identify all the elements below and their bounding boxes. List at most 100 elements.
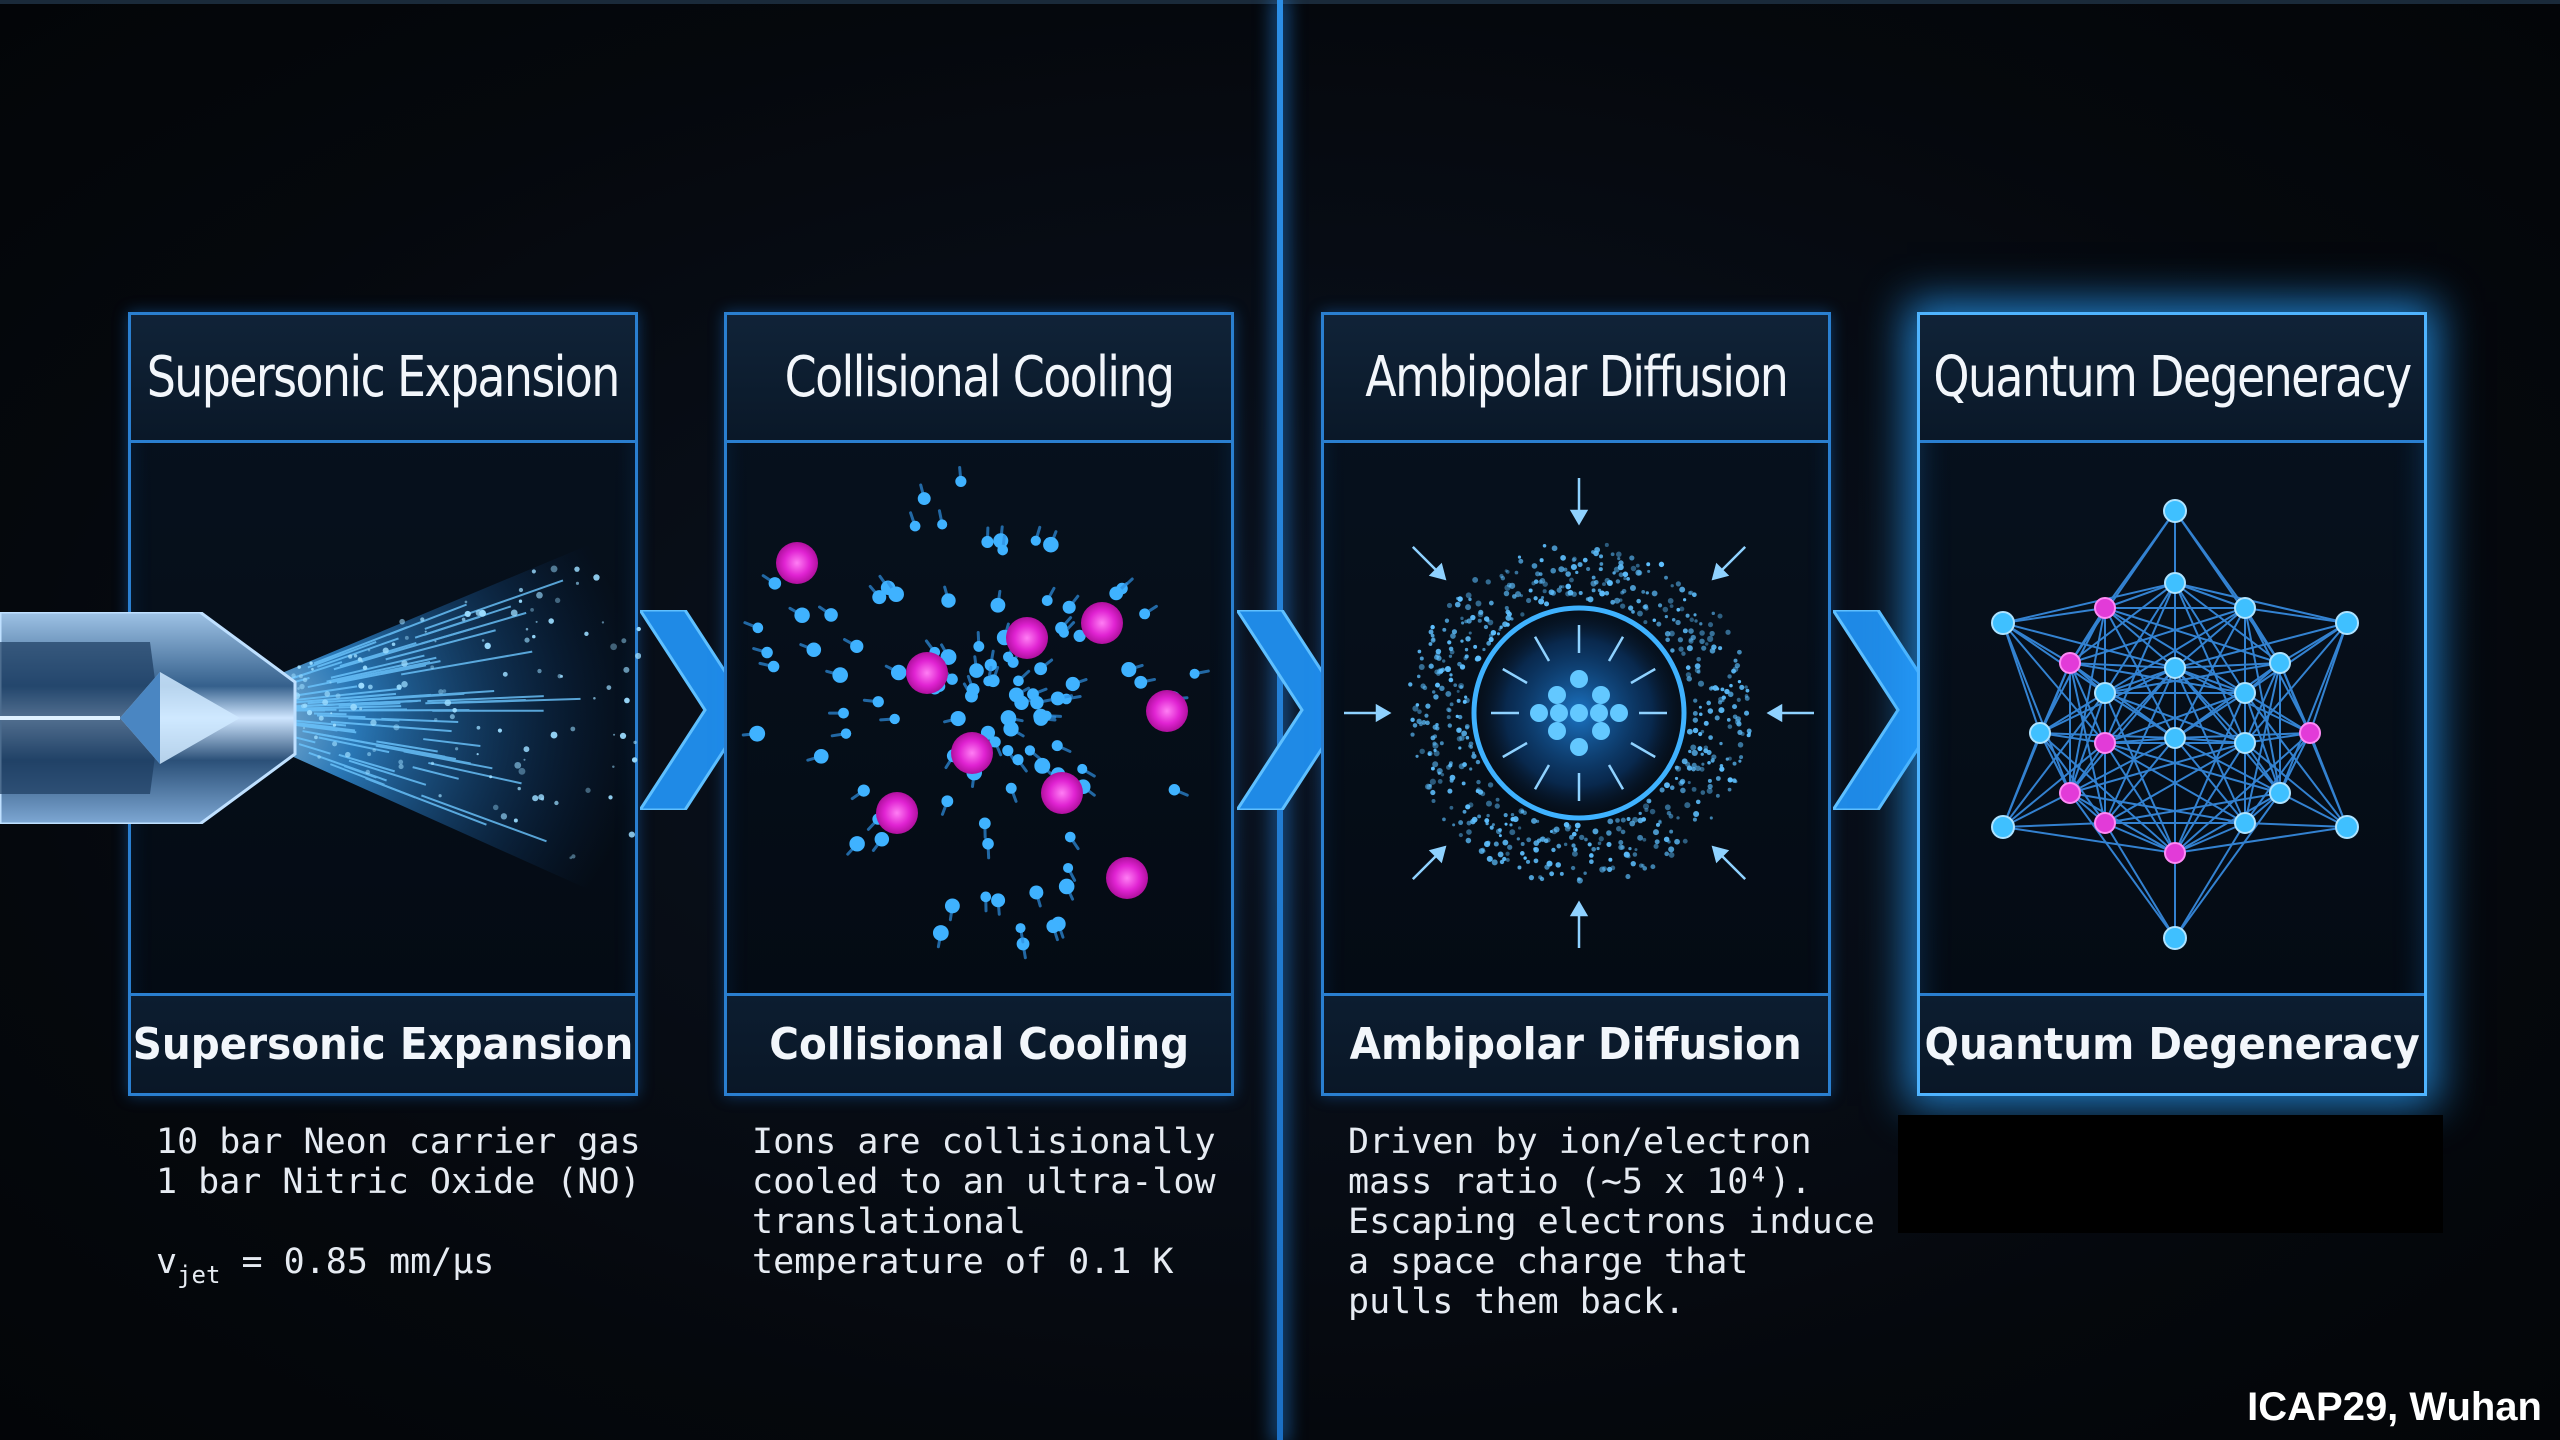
jet-particle — [497, 728, 503, 733]
lattice-bond — [2174, 822, 2246, 854]
jet-streak — [369, 779, 416, 799]
electron-particle — [1457, 596, 1463, 602]
electron-particle — [1635, 563, 1640, 568]
lattice-bond — [2174, 692, 2246, 739]
electron-particle — [1442, 627, 1447, 632]
electron-particle — [1616, 825, 1622, 832]
electron-particle — [1436, 671, 1441, 676]
electron-particle — [1551, 847, 1556, 853]
electron-particle — [1410, 717, 1415, 723]
electron-particle — [1563, 567, 1568, 572]
electron-particle — [1168, 784, 1181, 796]
jet-particle — [532, 795, 539, 802]
electron-particle — [1680, 787, 1686, 794]
electron-particle — [982, 838, 994, 850]
electron-particle — [1691, 786, 1697, 792]
electron-particle — [1617, 564, 1624, 571]
electron-particle — [1599, 562, 1604, 566]
electron-particle — [1134, 675, 1148, 689]
electron-particle — [1485, 800, 1492, 807]
electron-particle — [1682, 628, 1688, 634]
electron-particle — [1696, 656, 1701, 662]
electron-particle — [1701, 645, 1707, 651]
jet-particle — [514, 761, 522, 769]
electron-particle — [1599, 590, 1606, 597]
jet-particle — [359, 707, 363, 711]
electron-particle — [1503, 813, 1508, 818]
lattice-bond — [2002, 792, 2071, 828]
electron-particle — [1447, 708, 1452, 713]
electron-particle — [1637, 610, 1643, 617]
ion-cluster — [1570, 738, 1588, 756]
lattice-bond — [2104, 667, 2176, 694]
jet-particle — [370, 719, 377, 726]
electron-particle — [1670, 584, 1674, 588]
lattice-bond — [2244, 622, 2348, 744]
electron-particle — [1737, 649, 1742, 655]
lattice-bond — [2104, 692, 2176, 739]
jet-particle — [518, 599, 523, 603]
electron-particle — [1454, 601, 1461, 608]
jet-particle — [357, 657, 363, 662]
velocity-symbol: v — [156, 1242, 178, 1282]
electron-particle — [1641, 589, 1646, 594]
lattice-bond — [2174, 737, 2246, 824]
jet-particle — [628, 831, 635, 838]
electron-particle — [1487, 782, 1494, 788]
electron-particle — [1694, 619, 1698, 623]
electron-particle — [1646, 562, 1651, 567]
ring-diffusion-icon — [1344, 478, 1814, 948]
jet-particle — [610, 643, 618, 651]
electron-particle — [1520, 842, 1525, 846]
jet-particle — [332, 741, 338, 747]
electron-particle — [1677, 637, 1684, 643]
electron-particle — [991, 893, 1006, 908]
electron-particle — [874, 832, 890, 847]
jet-particle — [574, 566, 580, 572]
ion-particle — [876, 792, 918, 834]
electron-particle — [1490, 629, 1497, 636]
electron-particle — [1478, 609, 1484, 615]
electron-particle — [1448, 677, 1454, 683]
electron-particle — [1573, 847, 1578, 852]
electron-particle — [1424, 783, 1432, 790]
jet-streak — [424, 579, 564, 630]
jet-velocity: vjet = 0.85 mm/μs — [156, 1242, 641, 1295]
electron-particle — [1427, 750, 1433, 757]
jet-streak — [316, 637, 399, 668]
jet-spray-icon — [191, 523, 642, 913]
panel-ambipolar-diffusion: Ambipolar Diffusion Ambipolar Diffusion — [1321, 312, 1831, 1096]
jet-particle — [345, 751, 351, 758]
electron-particle — [1430, 766, 1435, 771]
electron-particle — [1696, 670, 1701, 674]
ion-particle — [1106, 857, 1148, 899]
panel-footer: Supersonic Expansion — [131, 993, 635, 1093]
electron-particle — [1419, 748, 1425, 755]
lattice-bond — [2002, 622, 2071, 794]
electron-particle — [1711, 611, 1715, 616]
electron-particle — [1002, 745, 1014, 757]
electron-particle — [1644, 807, 1649, 813]
jet-particle — [438, 794, 442, 798]
electron-particle — [1564, 825, 1571, 832]
lattice-bond — [2309, 622, 2348, 734]
electron-particle — [1502, 839, 1509, 846]
electron-particle — [1499, 573, 1504, 579]
electron-particle — [1647, 569, 1651, 573]
electron-particle — [1491, 859, 1498, 866]
jet-particle — [513, 818, 518, 823]
electron-node — [2163, 926, 2187, 950]
electron-particle — [1736, 697, 1741, 702]
electron-particle — [1589, 859, 1594, 865]
ion-cluster — [1590, 704, 1608, 722]
electron-particle — [1729, 683, 1733, 688]
electron-particle — [1598, 836, 1604, 842]
electron-particle — [1459, 664, 1466, 670]
electron-particle — [1431, 637, 1436, 642]
electron-particle — [1679, 780, 1685, 785]
lattice-bond — [2174, 792, 2281, 939]
ion-cluster — [1548, 686, 1566, 704]
panel-header: Ambipolar Diffusion — [1324, 315, 1828, 443]
electron-particle — [1464, 647, 1469, 652]
electron-particle — [1486, 840, 1491, 845]
